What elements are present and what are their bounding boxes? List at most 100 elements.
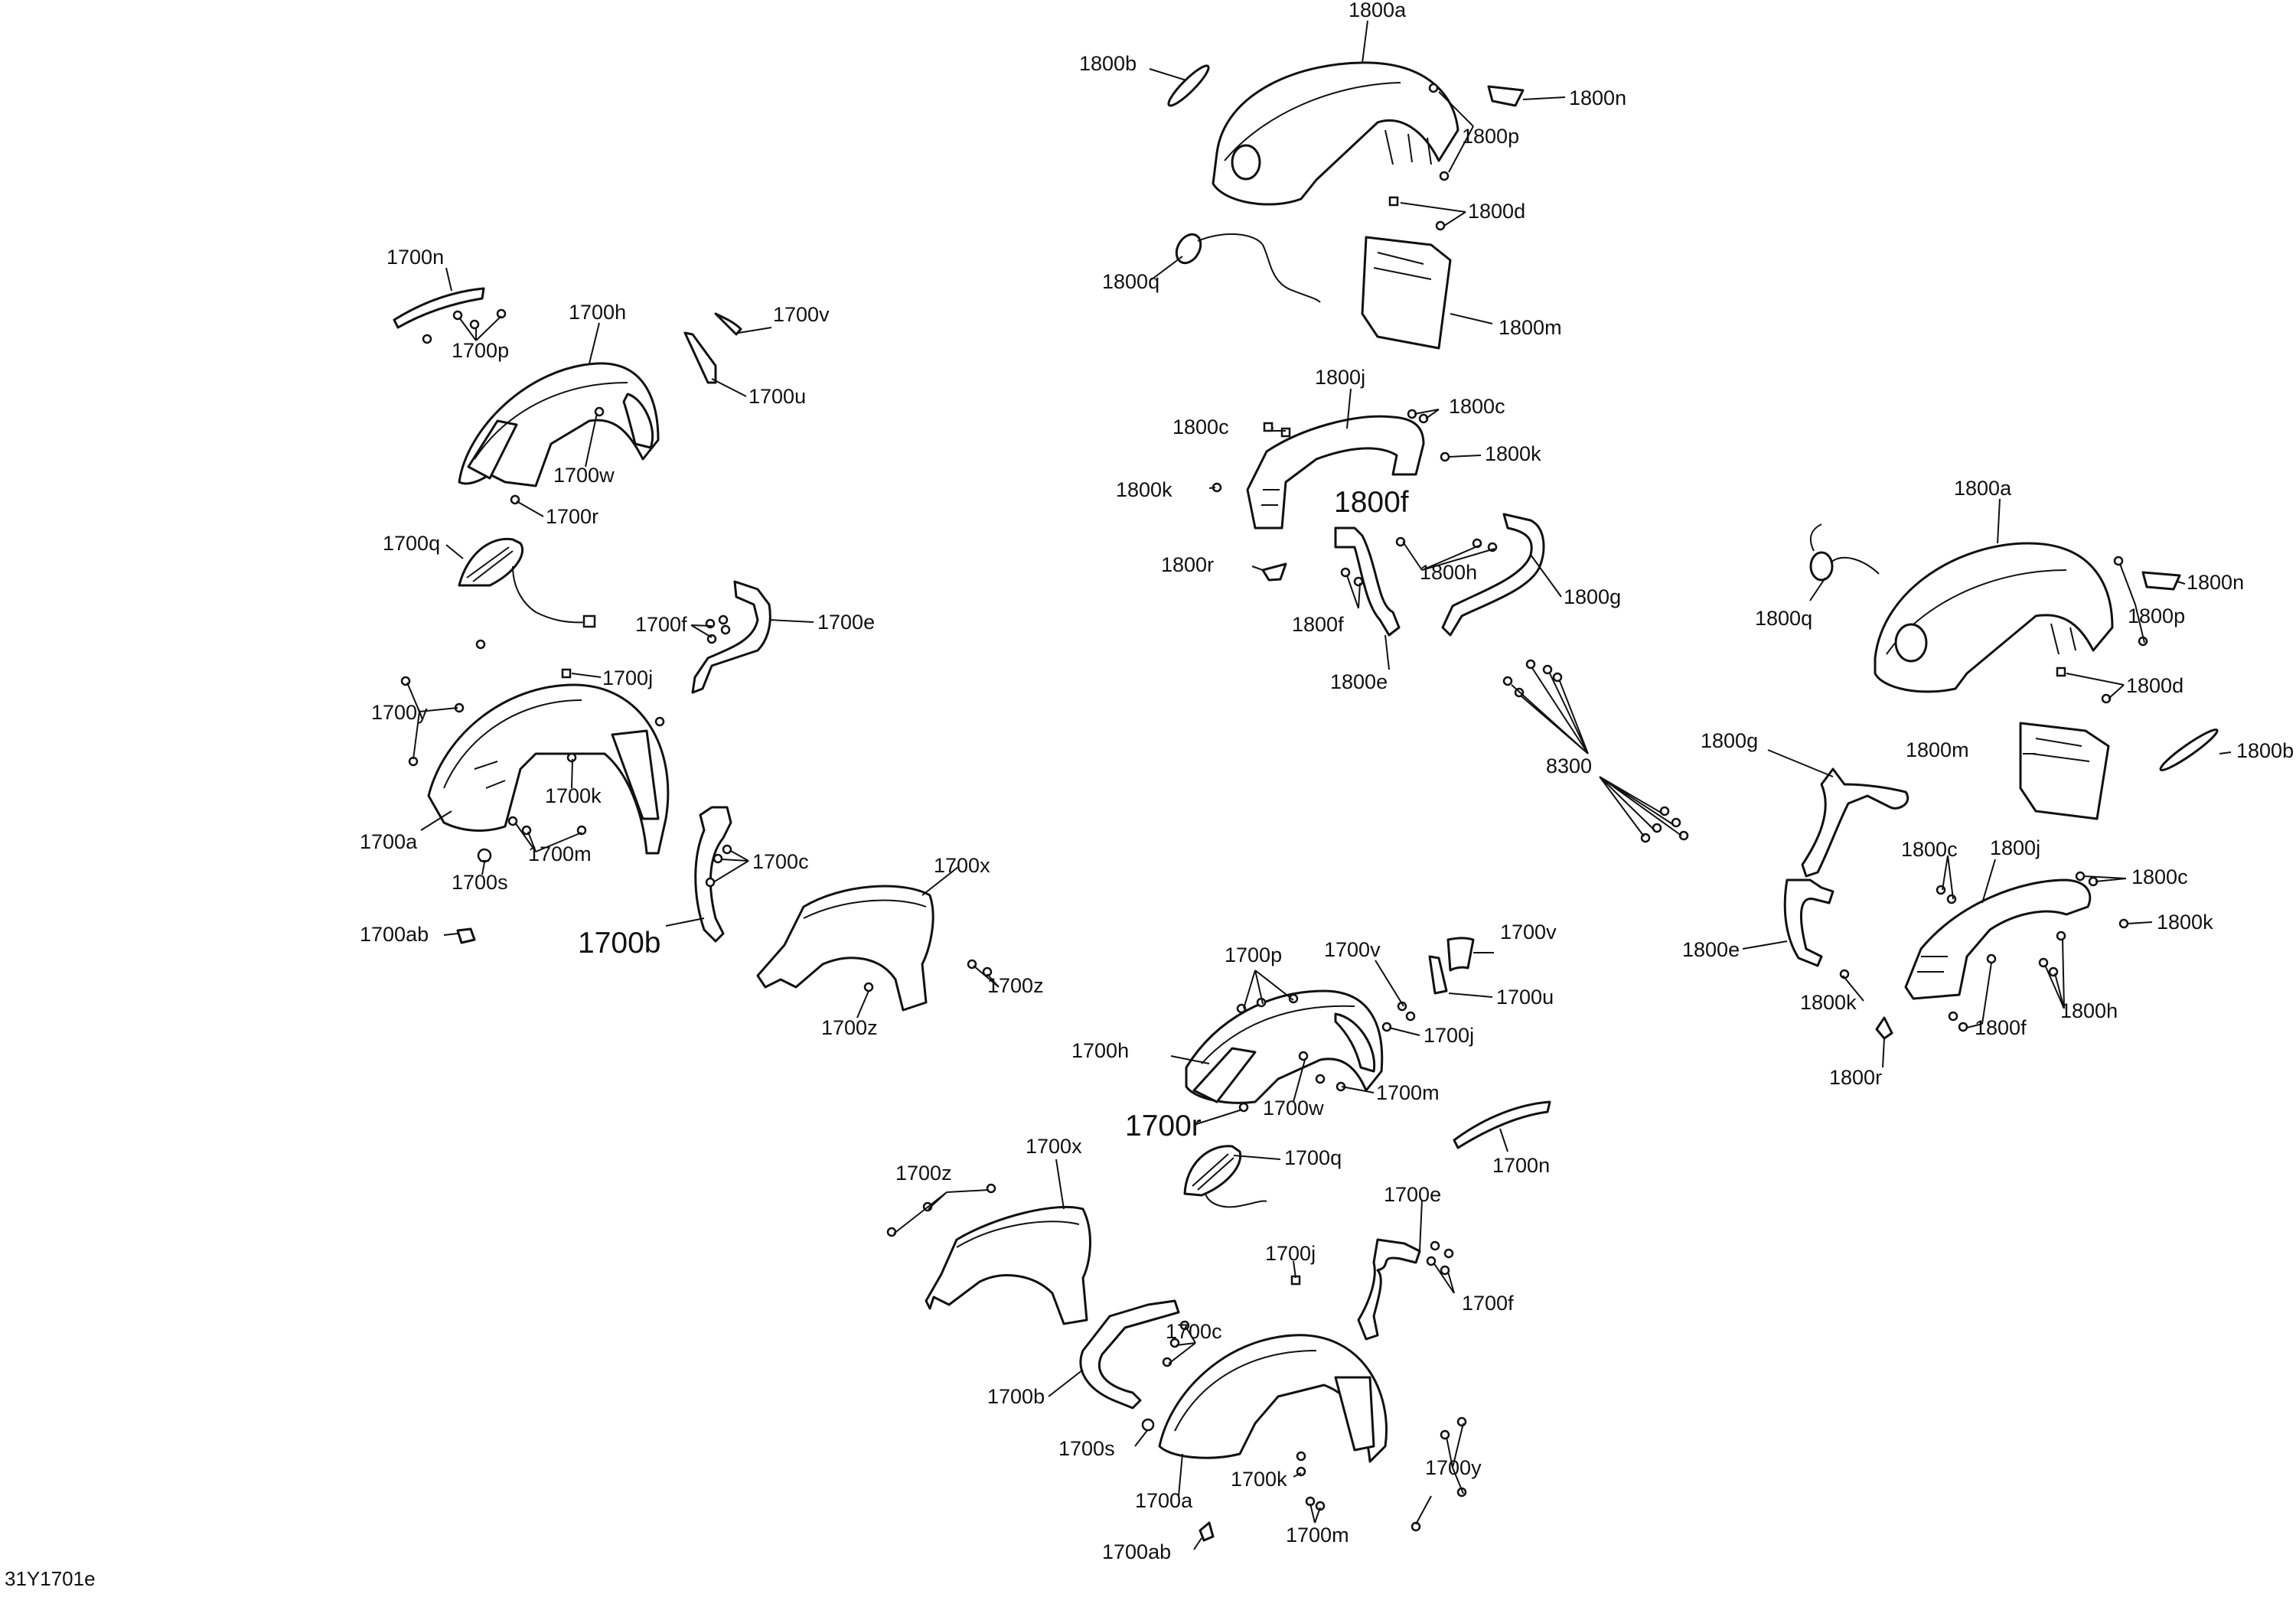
grommet-1700s-left bbox=[477, 848, 492, 863]
callout-1700z: 1700z bbox=[987, 974, 1044, 997]
callout-1700s: 1700s bbox=[1058, 1437, 1115, 1460]
callout-1700e: 1700e bbox=[817, 611, 876, 634]
callout-1800d: 1800d bbox=[1468, 200, 1526, 223]
callout-1800f: 1800f bbox=[1292, 613, 1344, 636]
callout-1800a: 1800a bbox=[1349, 0, 1407, 21]
callout-1700h: 1700h bbox=[569, 301, 627, 324]
lens-1800n-right bbox=[2141, 571, 2181, 591]
callout-1700a: 1700a bbox=[360, 830, 418, 853]
bracket-1800q-top bbox=[1175, 233, 1321, 303]
diagram-reference-number: 31Y1701e bbox=[5, 1567, 96, 1590]
callout-1800c: 1800c bbox=[1901, 838, 1958, 861]
saddlebag-lid-1800a-top bbox=[1212, 61, 1459, 206]
liner-1800m-right bbox=[2019, 722, 2110, 820]
callout-1800g: 1800g bbox=[1701, 729, 1759, 752]
callout-1700y: 1700y bbox=[1425, 1456, 1482, 1479]
callout-1800r: 1800r bbox=[1829, 1066, 1883, 1089]
callout-8300: 8300 bbox=[1546, 755, 1593, 777]
callout-1800e: 1800e bbox=[1330, 670, 1388, 693]
callout-1800p: 1800p bbox=[2128, 605, 2186, 627]
rail-1800g-right bbox=[1801, 768, 1909, 878]
fender-1700a-bottom bbox=[1158, 1334, 1388, 1463]
callout-1800k: 1800k bbox=[2157, 911, 2213, 934]
callout-1700x: 1700x bbox=[934, 854, 990, 877]
callout-1800r: 1800r bbox=[1161, 553, 1215, 576]
callout-1700f: 1700f bbox=[1462, 1292, 1514, 1315]
lid-1700h-bottom bbox=[1185, 989, 1384, 1104]
callout-1700a: 1700a bbox=[1135, 1489, 1193, 1512]
callout-1700m: 1700m bbox=[1376, 1081, 1440, 1104]
callout-1700c: 1700c bbox=[752, 850, 809, 873]
callout-1700w: 1700w bbox=[553, 464, 615, 487]
fasteners-right bbox=[1839, 556, 2148, 1032]
lens-1700v-left bbox=[714, 312, 742, 336]
callout-1700f: 1700f bbox=[635, 613, 687, 636]
grommet-1700s-bottom bbox=[1141, 1418, 1155, 1432]
fasteners-8300 bbox=[1502, 659, 1689, 843]
callout-1700y: 1700y bbox=[371, 701, 428, 724]
callout-1800q: 1800q bbox=[1755, 607, 1813, 630]
clip-1700ab-bottom bbox=[1199, 1521, 1215, 1542]
callout-1800k: 1800k bbox=[1485, 442, 1541, 465]
callout-1700b: 1700b bbox=[987, 1385, 1045, 1408]
callout-1800j: 1800j bbox=[1315, 366, 1366, 389]
liner-1800m-top bbox=[1361, 236, 1452, 350]
callout-1700p: 1700p bbox=[1225, 944, 1283, 966]
callout-1700k: 1700k bbox=[1231, 1468, 1287, 1491]
bracket-1700b-left bbox=[694, 806, 732, 943]
leader-lines bbox=[406, 20, 2232, 1550]
callout-1800b: 1800b bbox=[1079, 52, 1137, 75]
callout-1700b: 1700b bbox=[578, 927, 661, 960]
callout-1800c: 1800c bbox=[2131, 865, 2188, 888]
cap-1700u-left bbox=[683, 331, 717, 384]
callout-1800f: 1800f bbox=[1334, 486, 1409, 519]
callout-1700j: 1700j bbox=[1424, 1024, 1475, 1047]
lid-1700h-left bbox=[458, 362, 660, 487]
callout-1700m: 1700m bbox=[1286, 1524, 1349, 1546]
callout-1700m: 1700m bbox=[528, 842, 592, 865]
callout-1700ab: 1700ab bbox=[1102, 1540, 1172, 1563]
callout-1800c: 1800c bbox=[1172, 416, 1229, 438]
callout-1800k: 1800k bbox=[1800, 991, 1857, 1014]
clip-1800r-mid bbox=[1261, 562, 1287, 582]
gasket-1800b-right bbox=[2159, 728, 2219, 771]
callout-1800e: 1800e bbox=[1682, 938, 1740, 961]
rail-1800g-mid bbox=[1441, 513, 1545, 637]
callout-1800n: 1800n bbox=[2187, 571, 2245, 594]
callout-1700v: 1700v bbox=[1324, 938, 1381, 961]
gasket-1800b-top bbox=[1167, 64, 1210, 107]
callout-1800b: 1800b bbox=[2236, 739, 2294, 762]
callout-1700p: 1700p bbox=[452, 339, 510, 362]
fender-1700a-left bbox=[427, 683, 670, 855]
callout-1700q: 1700q bbox=[1284, 1146, 1342, 1169]
callout-1800d: 1800d bbox=[2126, 674, 2184, 697]
callout-1700n: 1700n bbox=[1492, 1154, 1551, 1177]
callout-1700u: 1700u bbox=[748, 385, 807, 408]
callout-1700u: 1700u bbox=[1496, 986, 1554, 1009]
bracket-1700e-left bbox=[691, 580, 771, 694]
callout-1700z: 1700z bbox=[821, 1016, 878, 1039]
saddlebag-lid-1800a-right bbox=[1874, 542, 2114, 693]
callout-1700z: 1700z bbox=[895, 1162, 952, 1185]
callout-1700ab: 1700ab bbox=[360, 923, 429, 946]
callout-1800h: 1800h bbox=[1420, 561, 1478, 584]
callout-1700h: 1700h bbox=[1071, 1039, 1130, 1062]
callout-1800a: 1800a bbox=[1954, 477, 2012, 500]
callout-1700c: 1700c bbox=[1166, 1320, 1222, 1343]
callout-1700w: 1700w bbox=[1263, 1097, 1324, 1120]
bracket-1700e-bottom bbox=[1357, 1238, 1421, 1341]
callout-1800j: 1800j bbox=[1990, 836, 2041, 859]
trim-1700n-left bbox=[393, 287, 485, 329]
callout-1700v: 1700v bbox=[1500, 921, 1557, 944]
frame-1800j-right bbox=[1904, 878, 2092, 1000]
callout-1800m: 1800m bbox=[1906, 738, 1969, 761]
clip-1700ab-left bbox=[456, 927, 476, 944]
light-1700q-left bbox=[458, 537, 596, 628]
fasteners-mid bbox=[1212, 409, 1498, 587]
callout-1700j: 1700j bbox=[1265, 1242, 1316, 1265]
fasteners-left bbox=[400, 308, 993, 992]
lens-1700v-bottom bbox=[1446, 937, 1475, 972]
callout-1700r: 1700r bbox=[1125, 1110, 1202, 1142]
